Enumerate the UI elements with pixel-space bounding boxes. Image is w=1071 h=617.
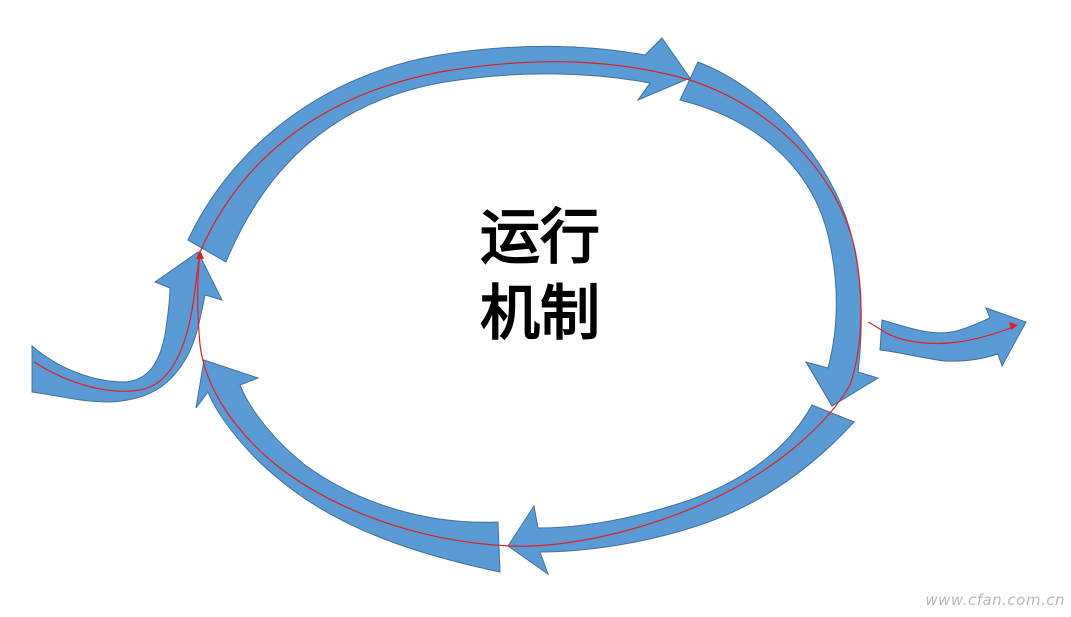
flow-arrowhead-entry	[196, 250, 204, 259]
arrow-bottom-left-arc	[195, 359, 501, 573]
arrow-bottom-right-arc	[507, 404, 855, 576]
arrow-entry-left	[31, 251, 223, 403]
flow-arrowhead-exit	[1009, 322, 1018, 330]
arrow-exit-right	[879, 307, 1027, 368]
center-label-line1: 运行	[480, 203, 600, 273]
flow-line-exit	[867, 321, 1017, 345]
flow-line-cycle	[197, 61, 862, 547]
arrow-right-arc	[679, 61, 880, 407]
center-label: 运行 机制	[440, 200, 640, 352]
flow-line-entry	[33, 251, 201, 392]
center-label-line2: 机制	[480, 279, 600, 349]
watermark-text: www.cfan.com.cn	[925, 591, 1065, 609]
